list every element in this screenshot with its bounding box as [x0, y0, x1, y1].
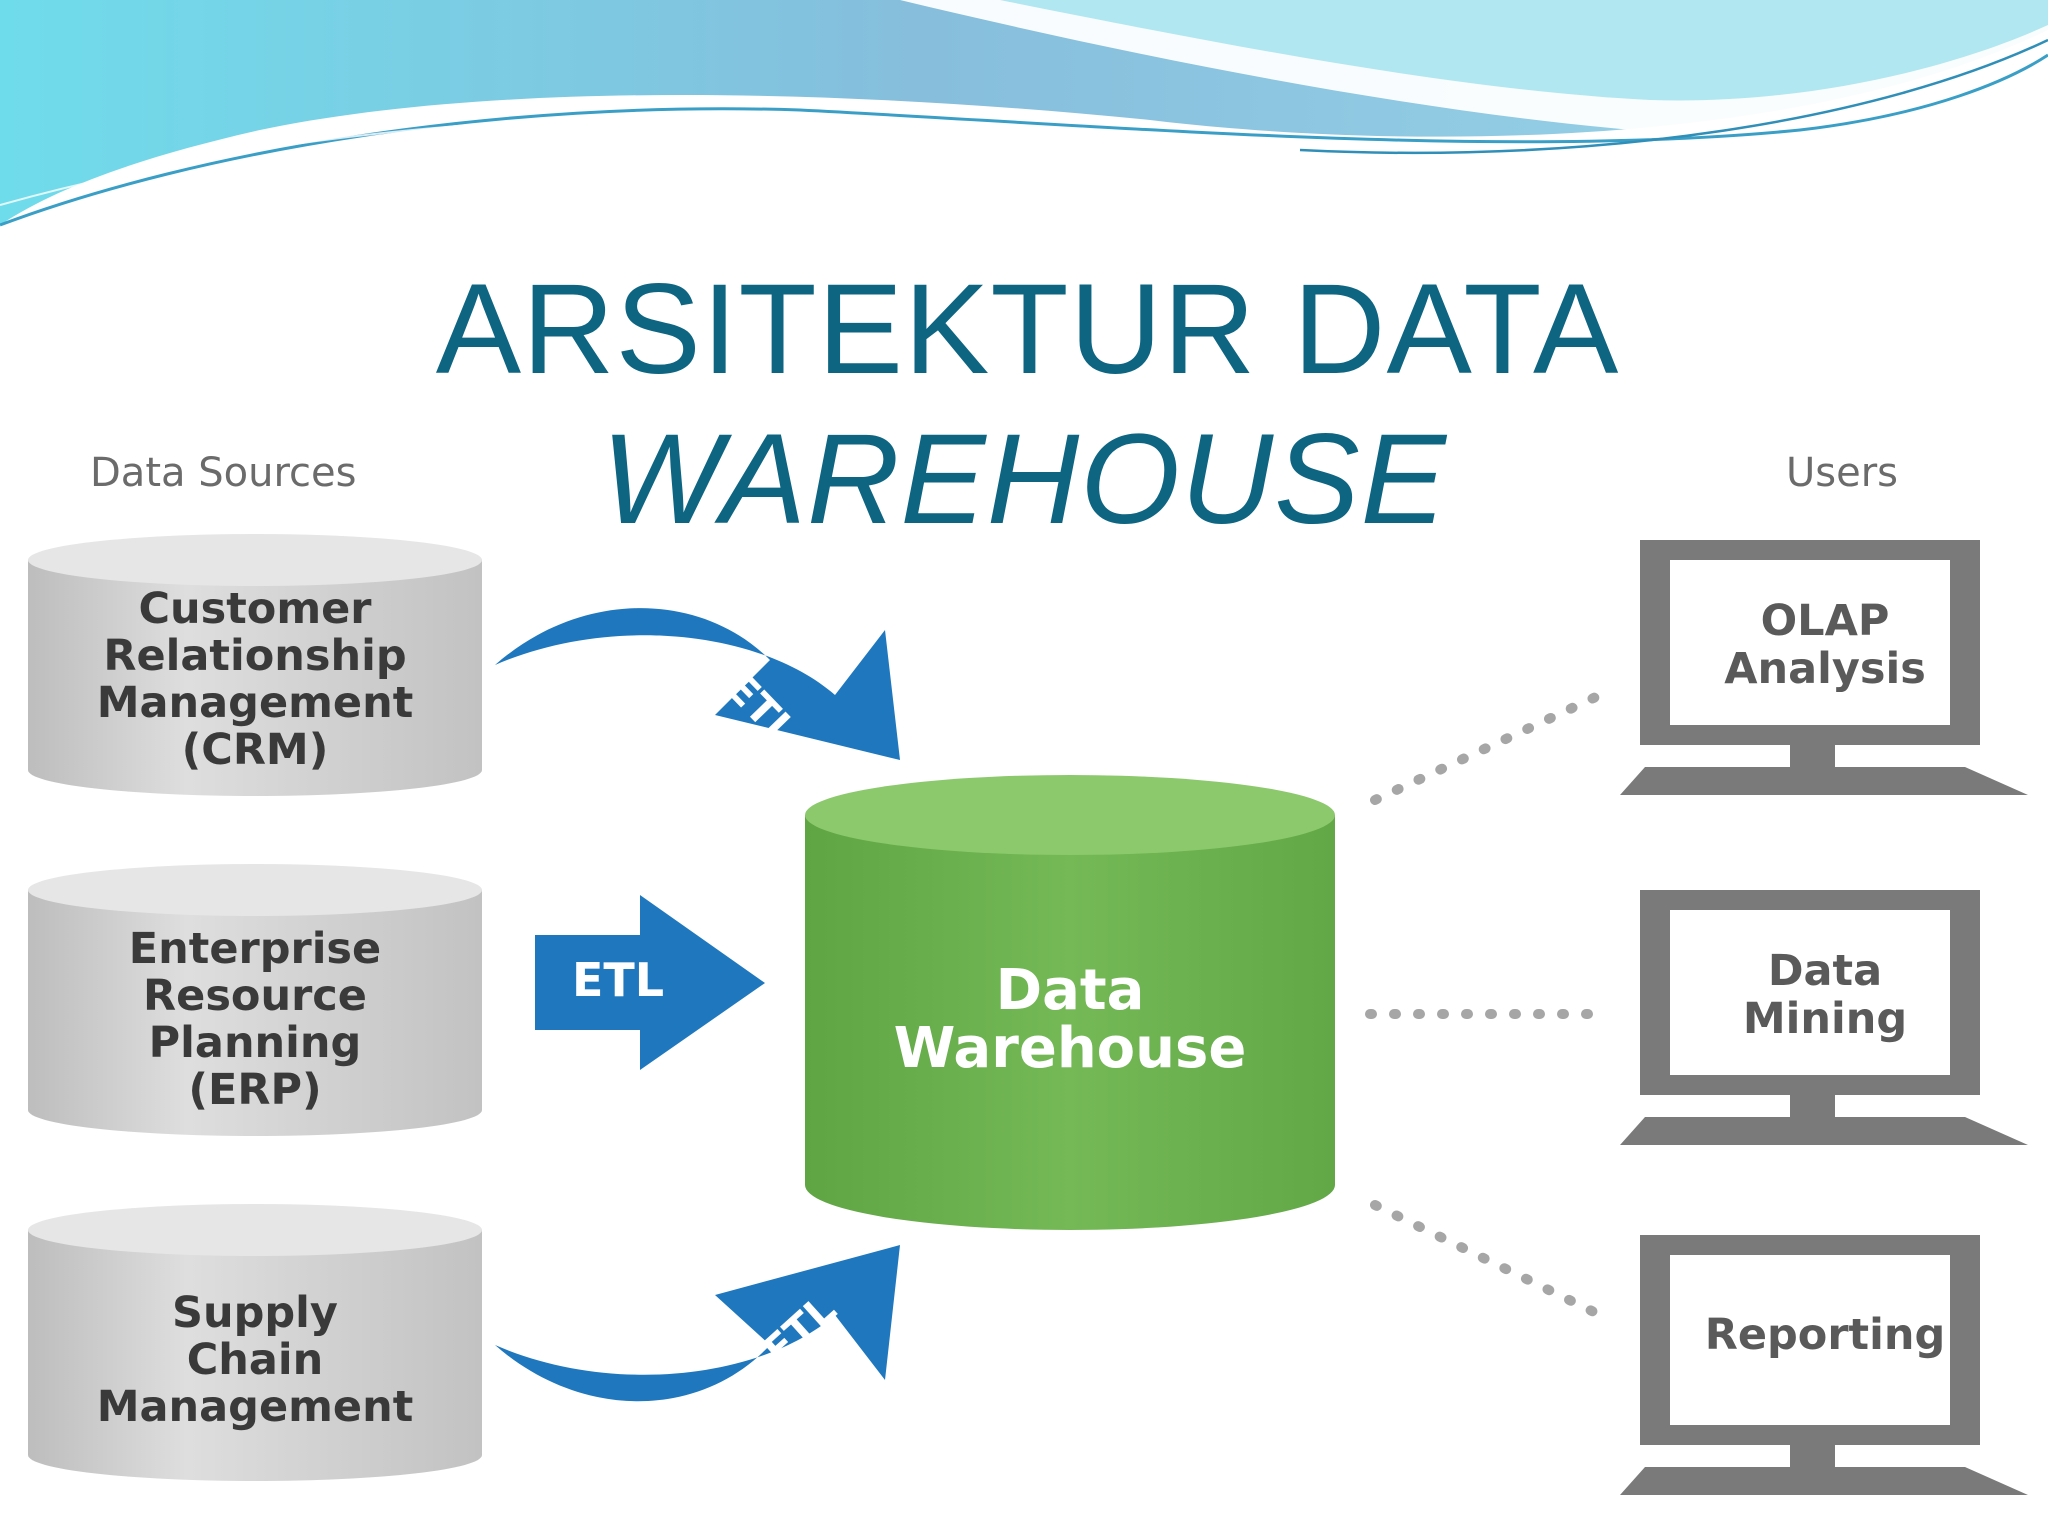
source-scm-line: Management	[96, 1381, 414, 1432]
olap-monitor-icon	[1620, 540, 2028, 795]
user-olap-line: OLAP	[1760, 596, 1890, 646]
users-label: Users	[1785, 450, 1898, 496]
user-data-mining: Data Mining	[1675, 910, 1975, 1080]
etl-label-middle: ETL	[572, 953, 665, 1007]
warehouse-line: Data	[995, 958, 1145, 1023]
crm-cylinder	[28, 534, 482, 796]
source-erp-line: Resource	[143, 971, 367, 1021]
connector-olap	[1370, 690, 1605, 805]
title-italic: WAREHOUSE	[601, 408, 1447, 551]
title-plain: ARSITEKTUR DATA	[435, 258, 1613, 401]
source-erp-line: Planning	[148, 1018, 362, 1068]
data-sources-label: Data Sources	[90, 450, 357, 496]
header-wave-decoration	[0, 0, 2048, 227]
source-erp-line: Enterprise	[128, 924, 382, 974]
source-crm: Customer Relationship Management (CRM)	[25, 570, 485, 790]
source-crm-line: (CRM)	[181, 725, 329, 775]
data-warehouse-label: Data Warehouse	[800, 945, 1340, 1095]
source-crm-line: Customer	[138, 584, 372, 634]
connector-reporting	[1370, 1200, 1605, 1320]
source-erp-line: (ERP)	[188, 1065, 322, 1115]
page-title: ARSITEKTUR DATA WAREHOUSE	[0, 255, 2048, 555]
user-mining-line: Data	[1767, 946, 1883, 996]
etl-arrow-top	[495, 608, 900, 760]
source-scm: Supply Chain Management	[25, 1250, 485, 1470]
source-crm-line: Management	[96, 678, 414, 728]
etl-arrow-middle	[535, 895, 765, 1070]
warehouse-cylinder	[805, 775, 1335, 1230]
reporting-monitor-icon	[1620, 1235, 2028, 1495]
user-mining-line: Mining	[1742, 994, 1908, 1044]
source-scm-line: Supply	[172, 1287, 338, 1338]
mining-monitor-icon	[1620, 890, 2028, 1145]
user-reporting-line: Reporting	[1704, 1310, 1946, 1360]
user-olap-analysis: OLAP Analysis	[1675, 560, 1975, 730]
warehouse-line: Warehouse	[893, 1016, 1247, 1081]
scm-cylinder	[28, 1204, 482, 1481]
etl-arrow-bottom	[495, 1245, 900, 1402]
diagram-canvas	[28, 534, 2028, 1495]
user-reporting: Reporting	[1675, 1245, 1975, 1425]
user-olap-line: Analysis	[1724, 644, 1926, 694]
source-crm-line: Relationship	[103, 631, 407, 681]
source-scm-line: Chain	[186, 1334, 324, 1385]
source-erp: Enterprise Resource Planning (ERP)	[25, 905, 485, 1135]
erp-cylinder	[28, 864, 482, 1136]
